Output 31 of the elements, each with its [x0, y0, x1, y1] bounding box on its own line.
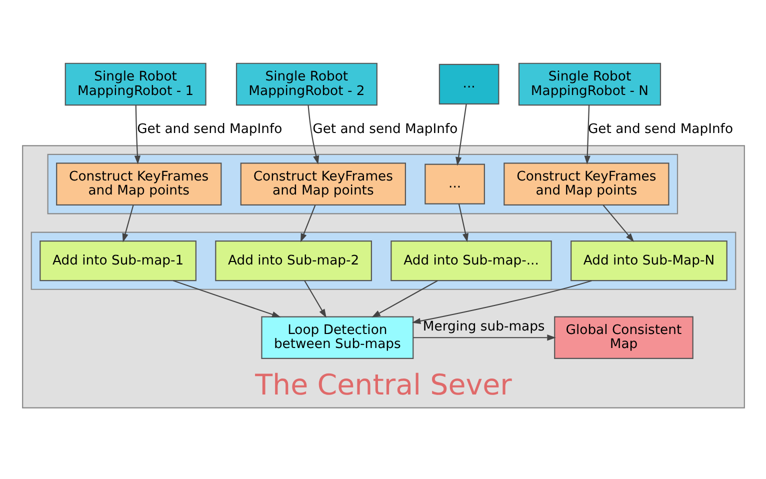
edge-label: Get and send MapInfo	[587, 122, 733, 137]
arrow	[584, 104, 590, 164]
node-box: ...	[424, 163, 484, 204]
node-box: Construct KeyFrames and Map points	[56, 162, 222, 205]
node-box: Single Robot MappingRobot - 2	[235, 62, 377, 106]
node-box: Global Consistent Map	[554, 316, 693, 359]
arrow	[134, 104, 140, 164]
node-box: Add into Sub-map-1	[39, 240, 196, 281]
arrow	[172, 280, 280, 317]
edge-label: Get and send MapInfo	[136, 122, 282, 137]
arrow	[304, 280, 326, 318]
edge-label: Get and send MapInfo	[312, 122, 458, 137]
node-box: Add into Sub-map-2	[214, 240, 372, 281]
arrow	[300, 204, 316, 242]
arrow	[455, 104, 466, 166]
node-box: Add into Sub-Map-N	[570, 240, 727, 281]
arrow	[602, 204, 634, 242]
arrow	[411, 280, 592, 324]
node-box: Construct KeyFrames and Map points	[503, 162, 669, 205]
node-box: Add into Sub-map-...	[390, 240, 552, 281]
node-box: Construct KeyFrames and Map points	[240, 162, 406, 205]
node-box: ...	[438, 63, 499, 104]
node-box: Loop Detection between Sub-maps	[260, 316, 414, 359]
arrow	[412, 334, 556, 340]
arrow	[371, 280, 438, 317]
arrow	[307, 104, 319, 164]
arrow	[458, 203, 468, 242]
edge-label: Merging sub-maps	[422, 319, 544, 334]
node-box: Single Robot MappingRobot - 1	[64, 62, 206, 106]
node-box: Single Robot MappingRobot - N	[518, 62, 661, 106]
arrow	[122, 204, 134, 242]
